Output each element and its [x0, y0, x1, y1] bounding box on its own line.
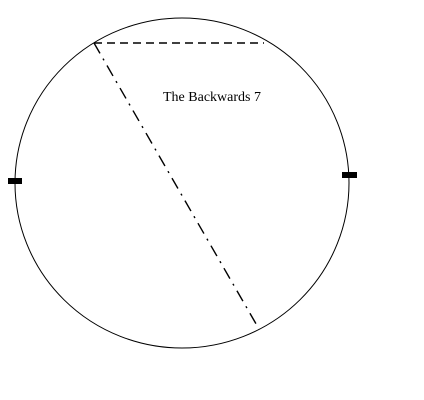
- diagram-label: The Backwards 7: [163, 90, 261, 105]
- circle-outline: [14, 17, 350, 349]
- left-tick-mark: [8, 178, 22, 184]
- right-tick-mark: [342, 172, 357, 178]
- seven-diagonal-stroke: [93, 42, 260, 330]
